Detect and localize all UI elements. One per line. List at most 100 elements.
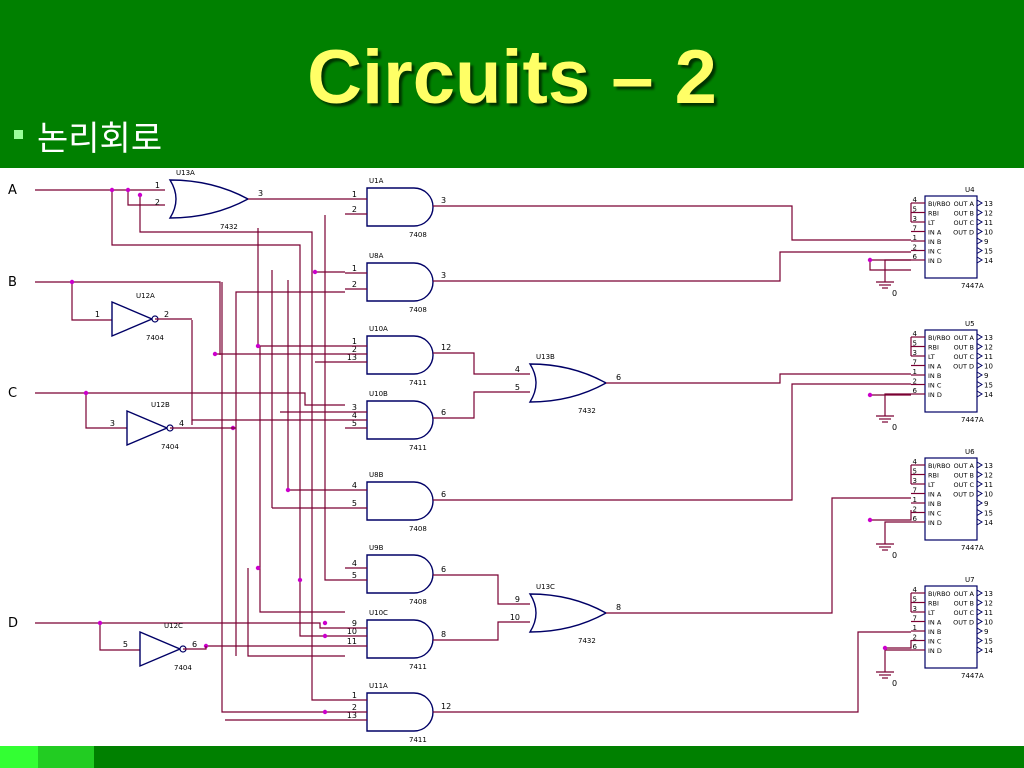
junction-dot <box>255 343 261 349</box>
decoder-output-arrow <box>976 247 983 254</box>
decoder-pin-label: RBI <box>928 600 939 608</box>
decoder-pin-label: IN A <box>928 363 942 371</box>
decoder-output-arrow <box>976 608 983 616</box>
decoder-pin-number: 9 <box>984 500 988 508</box>
decoder-route-wire <box>455 251 911 282</box>
gate-pin-label: 6 <box>192 640 197 649</box>
decoder-route-wire <box>606 373 911 384</box>
decoder-chip <box>924 329 978 413</box>
junction-dot <box>69 279 75 285</box>
junction-dot <box>137 192 143 198</box>
decoder-ground-wire <box>884 521 911 538</box>
input-label: C <box>8 386 17 401</box>
decoder-route-wire <box>455 205 911 241</box>
decoder-pin-label: OUT D <box>953 363 974 371</box>
and-gate <box>366 187 434 227</box>
decoder-route-wire <box>455 631 911 713</box>
gate-pin-label: 4 <box>515 365 520 374</box>
gate-ref-label: U12C <box>164 622 183 630</box>
square-bullet-icon <box>14 130 23 139</box>
decoder-ref-label: U6 <box>965 448 975 456</box>
ground-label: 0 <box>892 551 897 560</box>
decoder-pin-label: OUT A <box>954 200 975 208</box>
junction-dot <box>83 390 89 396</box>
and-gate <box>366 554 434 594</box>
decoder-pin-number: 2 <box>913 634 917 642</box>
bus-wire <box>85 393 127 429</box>
decoder-pin-label: OUT C <box>954 353 975 361</box>
gate-pin-label: 3 <box>110 419 115 428</box>
input-label: A <box>8 183 17 198</box>
decoder-pin-number: 4 <box>913 196 918 204</box>
decoder-output-arrow <box>976 228 983 235</box>
input-wire-d <box>35 622 345 629</box>
bus-wire <box>221 282 345 713</box>
gate-pin-label: 4 <box>352 481 357 490</box>
decoder-output-arrow <box>976 490 983 497</box>
gate-pin-label: 8 <box>441 630 446 639</box>
inverter-gate <box>126 409 169 447</box>
gate-ref-label: U12A <box>136 292 155 300</box>
bus-wire <box>111 190 345 637</box>
or-gate <box>168 179 250 219</box>
decoder-output-arrow <box>976 209 983 216</box>
gate-part-label: 7432 <box>220 223 238 231</box>
gate-part-label: 7408 <box>409 306 427 314</box>
decoder-output-arrow <box>976 461 983 469</box>
bullet-item: 논리회로 <box>14 122 162 156</box>
decoder-pin-number: 14 <box>984 391 993 399</box>
gate-pin-label: 9 <box>352 619 357 628</box>
gate-pin-label: 4 <box>352 559 357 568</box>
gate-pin-label: 2 <box>352 205 357 214</box>
decoder-pin-label: IN D <box>928 391 942 399</box>
gate-part-label: 7411 <box>409 444 427 452</box>
junction-dot <box>322 620 328 626</box>
and-gate <box>366 619 434 659</box>
decoder-pin-label: LT <box>928 353 935 361</box>
input-label: B <box>8 275 17 290</box>
junction-dot <box>312 269 318 275</box>
inverter-output-wire <box>183 646 207 650</box>
gate-pin-label: 3 <box>352 403 357 412</box>
gate-pin-label: 1 <box>352 264 357 273</box>
gate-pin-label: 11 <box>347 637 357 646</box>
gate-pin-label: 5 <box>352 499 357 508</box>
bus-wire <box>71 282 112 321</box>
decoder-pin-number: 10 <box>984 491 993 499</box>
decoder-pin-number: 10 <box>984 619 993 627</box>
decoder-pin-number: 6 <box>913 643 918 651</box>
decoder-pin-label: IN C <box>928 510 942 518</box>
decoder-pin-label: OUT A <box>954 462 975 470</box>
gate-pin-label: 1 <box>155 181 160 190</box>
decoder-pin-number: 4 <box>913 458 918 466</box>
gate-pin-label: 1 <box>95 310 100 319</box>
gate-pin-label: 5 <box>123 640 128 649</box>
decoder-pin-label: RBI <box>928 210 939 218</box>
slide-title: Circuits – 2 <box>307 35 717 120</box>
decoder-pin-label: IN B <box>928 372 941 380</box>
decoder-pin-label: OUT B <box>954 344 974 352</box>
decoder-pin-number: 14 <box>984 257 993 265</box>
gate-pin-label: 12 <box>441 343 451 352</box>
decoder-output-arrow <box>976 509 983 516</box>
junction-dot <box>255 565 261 571</box>
gate-ref-label: U13C <box>536 583 555 591</box>
decoder-pin-number: 12 <box>984 472 993 480</box>
junction-dot <box>97 620 103 626</box>
decoder-pin-label: OUT C <box>954 609 975 617</box>
decoder-pin-number: 11 <box>984 481 993 489</box>
decoder-pin-number: 15 <box>984 382 993 390</box>
decoder-pin-number: 2 <box>913 244 917 252</box>
decoder-pin-label: IN D <box>928 647 942 655</box>
decoder-ref-label: U4 <box>965 186 975 194</box>
decoder-pin-label: OUT D <box>953 491 974 499</box>
gate-part-label: 7408 <box>409 598 427 606</box>
decoder-pin-label: IN B <box>928 628 941 636</box>
ground-label: 0 <box>892 679 897 688</box>
or-input-wire <box>455 574 530 605</box>
gate-ref-label: U12B <box>151 401 170 409</box>
gate-pin-label: 13 <box>347 353 357 362</box>
bus-wire <box>139 195 345 701</box>
decoder-output-arrow <box>976 343 983 350</box>
